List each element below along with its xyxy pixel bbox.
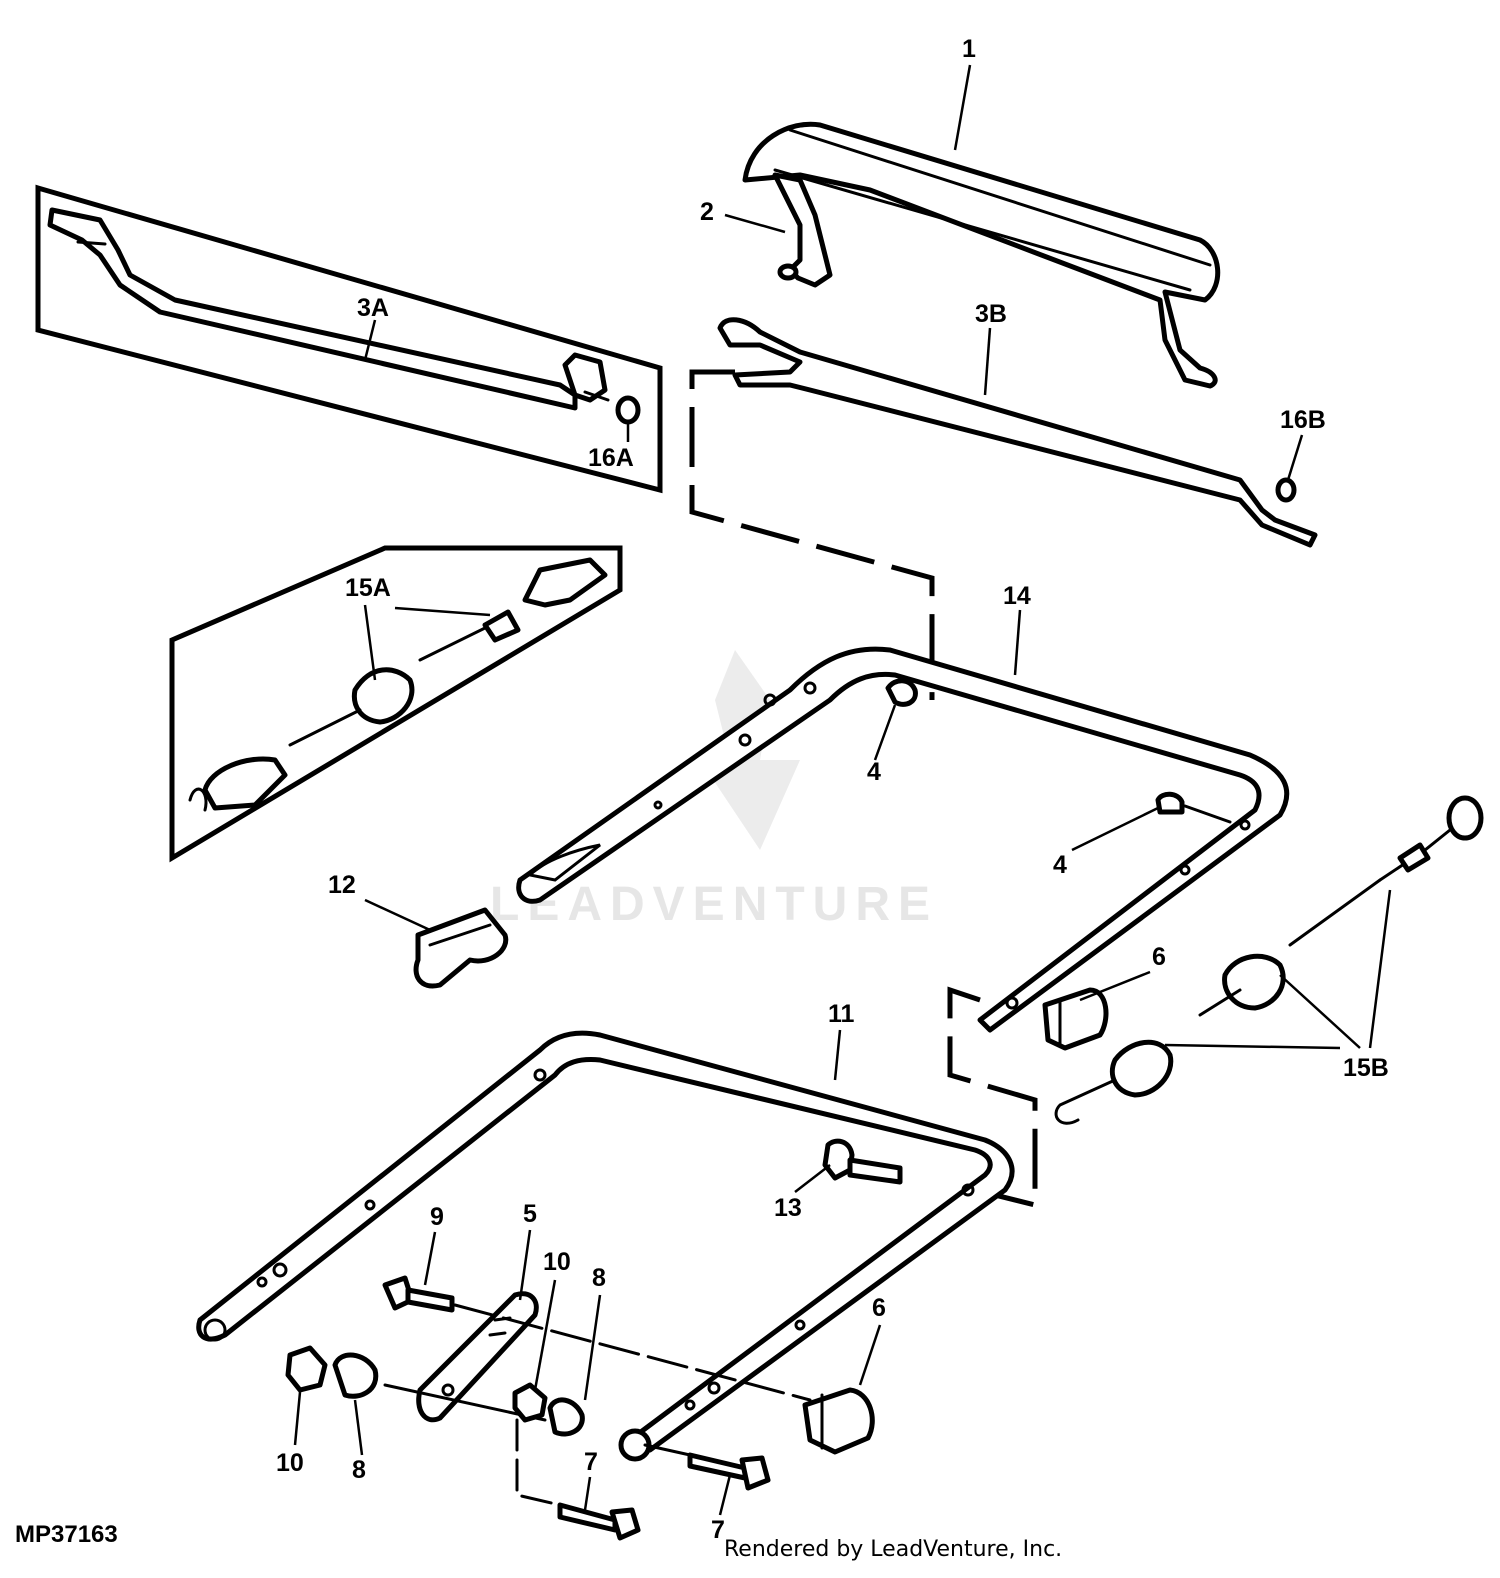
callout-4-upper: 4 xyxy=(867,758,881,786)
callout-6-upper: 6 xyxy=(1152,943,1166,971)
part-8-spacer-left[interactable] xyxy=(332,1352,379,1399)
callout-10-left: 10 xyxy=(276,1449,304,1477)
callout-10-right: 10 xyxy=(543,1248,571,1276)
part-7-bolt-lower-b[interactable] xyxy=(687,1452,771,1491)
assembly-line-7 xyxy=(515,1418,562,1507)
callout-3A: 3A xyxy=(357,294,389,322)
part-4-bolt-upper[interactable] xyxy=(885,678,918,707)
part-3B-rod[interactable] xyxy=(717,317,1318,548)
dashed-link-14-11 xyxy=(947,986,1038,1209)
callout-4-right: 4 xyxy=(1053,851,1067,879)
callout-12: 12 xyxy=(328,871,356,899)
part-9-bolt[interactable] xyxy=(382,1275,455,1313)
part-8-spacer-right[interactable] xyxy=(547,1397,585,1437)
figure-id: MP37163 xyxy=(15,1521,118,1548)
part-7-bolt-lower-a[interactable] xyxy=(557,1502,641,1541)
credit-text: Rendered by LeadVenture, Inc. xyxy=(724,1537,1062,1562)
part-15B-cable[interactable] xyxy=(1054,795,1484,1125)
callout-1: 1 xyxy=(962,35,976,63)
part-1-handle-grip[interactable] xyxy=(742,121,1221,389)
part-13-bolt[interactable] xyxy=(822,1138,903,1185)
assembly-line-7b xyxy=(643,1443,692,1457)
part-6-knob-upper[interactable] xyxy=(1042,987,1109,1051)
callout-6-lower: 6 xyxy=(872,1294,886,1322)
callout-3B: 3B xyxy=(975,300,1007,328)
inset-box-15A xyxy=(169,545,623,863)
callout-8-right: 8 xyxy=(592,1264,606,1292)
callout-2: 2 xyxy=(700,198,714,226)
callout-15B: 15B xyxy=(1343,1054,1389,1082)
callout-9: 9 xyxy=(430,1203,444,1231)
part-4-bolt-right[interactable] xyxy=(1155,791,1232,824)
callout-13: 13 xyxy=(774,1194,802,1222)
part-2-grip-leg[interactable] xyxy=(772,172,833,288)
callout-16B: 16B xyxy=(1280,406,1326,434)
callout-5: 5 xyxy=(523,1200,537,1228)
part-10-nut-right[interactable] xyxy=(512,1382,548,1423)
callout-16A: 16A xyxy=(588,444,634,472)
part-14-upper-handle[interactable] xyxy=(516,646,1290,1033)
assembly-line-9 xyxy=(453,1303,812,1402)
part-11-lower-handle[interactable] xyxy=(196,1030,1015,1462)
callout-7-b: 7 xyxy=(711,1516,725,1544)
callout-7-a: 7 xyxy=(584,1448,598,1476)
callout-14: 14 xyxy=(1003,582,1031,610)
part-12-sleeve[interactable] xyxy=(413,907,509,989)
callout-8-left: 8 xyxy=(352,1456,366,1484)
part-6-knob-lower[interactable] xyxy=(802,1387,875,1455)
part-10-nut-left[interactable] xyxy=(285,1345,328,1393)
leader-lines xyxy=(293,64,1392,1516)
dashed-link-3B-14 xyxy=(689,369,935,700)
inset-box-3A xyxy=(35,184,663,494)
callout-15A: 15A xyxy=(345,574,391,602)
callout-11: 11 xyxy=(828,1000,855,1028)
